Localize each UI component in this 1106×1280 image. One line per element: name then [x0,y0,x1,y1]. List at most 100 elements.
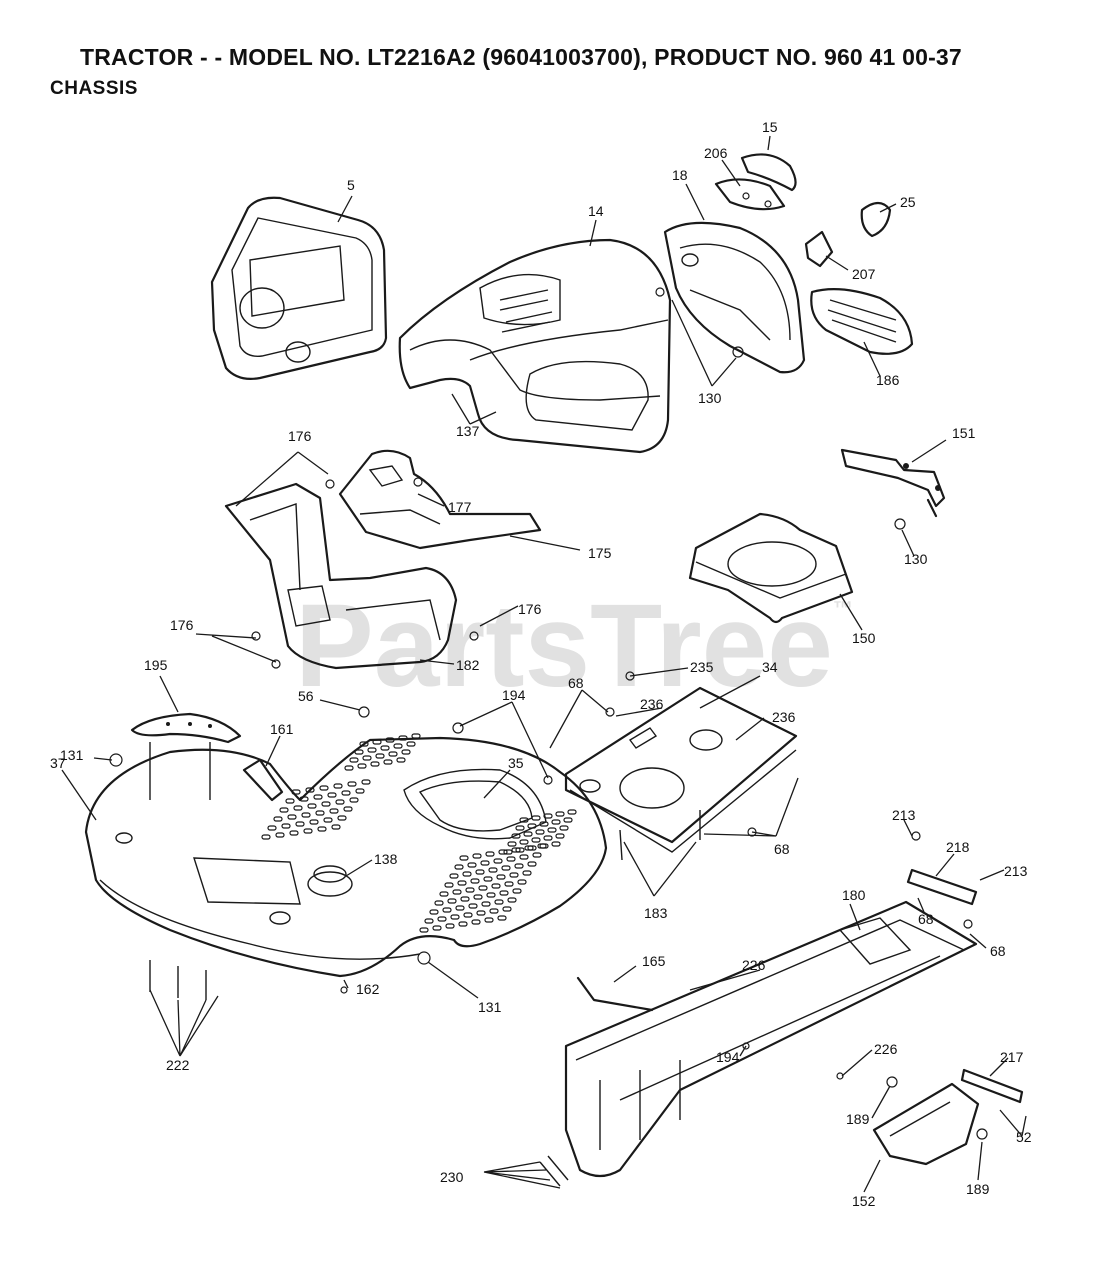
vent-slot [567,809,577,815]
vent-slot [497,915,507,921]
vent-slot [472,853,482,859]
vent-slot [539,821,549,827]
vent-slot [327,792,337,798]
vent-slot [563,817,573,823]
vent-slot [494,899,504,905]
vent-slot [522,870,532,876]
vent-slot [457,880,467,886]
vent-slot [419,927,429,933]
callout-236-lower: 236 [772,709,796,725]
callout-labels: 5 14 15 18 206 25 207 186 130 137 151 13… [50,119,1032,1209]
part-14-hood [398,238,672,454]
vent-slot [388,751,398,757]
part-180-frame-rail [564,900,978,1178]
vent-slot [444,882,454,888]
vent-slot [357,763,367,769]
vent-slot [432,925,442,931]
callout-152: 152 [852,1193,876,1209]
vent-slot [323,817,333,823]
vent-slot [359,741,369,747]
callout-68-rail: 68 [918,911,934,927]
vent-slot [337,815,347,821]
callout-182: 182 [456,657,480,673]
vent-slot [519,817,529,823]
vent-slot [383,759,393,765]
vent-slot [480,860,490,866]
vent-slot [509,872,519,878]
callout-150: 150 [852,630,876,646]
vent-slot [434,900,444,906]
vent-slot [539,843,549,849]
vent-slot [398,735,408,741]
callout-161: 161 [270,721,294,737]
vent-slot [447,898,457,904]
vent-slot [491,883,501,889]
callout-14: 14 [588,203,604,219]
callout-130-hood: 130 [698,390,722,406]
vent-slot [287,814,297,820]
vent-slot [501,865,511,871]
vent-slot [499,890,509,896]
vent-slot [512,888,522,894]
vent-slot [317,826,327,832]
vent-slot [532,852,542,858]
vent-slot [333,783,343,789]
part-15-lens [740,153,797,192]
callout-206: 206 [704,145,728,161]
vent-slot [335,799,345,805]
vent-slot [507,841,517,847]
vent-slot [450,914,460,920]
vent-slot [555,833,565,839]
vent-slot [507,897,517,903]
part-182-support [224,482,458,670]
vent-slot [543,835,553,841]
vent-slot [437,916,447,922]
vent-slot [527,823,537,829]
fasteners [109,287,988,1187]
vent-slot [476,910,486,916]
callout-176-right: 176 [518,601,542,617]
part-207-clip [804,230,834,268]
vent-slot [279,807,289,813]
callout-217: 217 [1000,1049,1024,1065]
vent-slot [261,834,271,840]
callout-194-lower: 194 [716,1049,740,1065]
vent-slot [523,831,533,837]
vent-slot [470,878,480,884]
callout-189-lower: 189 [966,1181,990,1197]
fender-vents [261,733,577,933]
vent-slot [475,869,485,875]
vent-slot [295,821,305,827]
vent-slot [484,917,494,923]
callout-195: 195 [144,657,168,673]
vent-slot [454,864,464,870]
callout-175: 175 [588,545,612,561]
leader-lines [61,135,1027,1193]
vent-slot [478,885,488,891]
callout-177: 177 [448,499,472,515]
callout-165: 165 [642,953,666,969]
vent-slot [502,906,512,912]
vent-slot [349,757,359,763]
callout-35: 35 [508,755,524,771]
vent-slot [504,881,514,887]
callout-213-right: 213 [1004,863,1028,879]
vent-slot [493,858,503,864]
vent-slot [535,829,545,835]
vent-slot [315,810,325,816]
vent-slot [442,907,452,913]
callout-151: 151 [952,425,976,441]
vent-slot [354,749,364,755]
part-37-fender [84,736,608,978]
vent-slot [543,813,553,819]
vent-slot [370,761,380,767]
callout-131-bottom: 131 [478,999,502,1015]
callout-213-top: 213 [892,807,916,823]
vent-slot [355,788,365,794]
vent-slot [367,747,377,753]
vent-slot [411,733,421,739]
vent-slot [307,803,317,809]
part-186-grille [810,288,914,355]
part-175-frame [338,449,542,550]
callout-235: 235 [690,659,714,675]
